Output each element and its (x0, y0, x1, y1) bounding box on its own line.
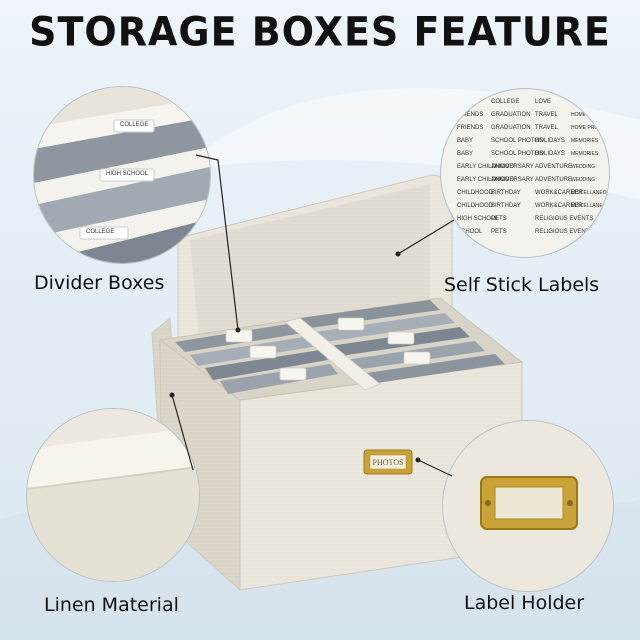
caption-label-holder: Label Holder (464, 592, 585, 614)
sticker-label: RELIGIOUS EVENTS (535, 216, 594, 222)
label-holder-closeup (442, 420, 614, 592)
sticker-label: ADVENTURE (535, 177, 573, 183)
sticker-label: EARLY CHILDHOOD (457, 164, 514, 170)
sticker-label: RELIGIOUS EVENTS (535, 229, 594, 235)
caption-divider-boxes: Divider Boxes (34, 272, 165, 294)
sticker-label: SCHOOL PHOTOS (491, 138, 544, 144)
sticker-label: COLLEGE (491, 99, 520, 105)
sticker-label: WEDDING (571, 177, 596, 183)
caption-self-stick-labels: Self Stick Labels (444, 274, 600, 296)
caption-linen-material: Linen Material (44, 594, 179, 616)
sticker-label: WORK&CAREER (535, 203, 583, 209)
sticker-label: BIRTHDAY (491, 203, 521, 209)
divider-tab-label: HIGH SCHOOL (106, 171, 149, 177)
linen-material-closeup (26, 408, 200, 582)
sticker-label: ANNIVERSARY (491, 177, 534, 183)
sticker-label: GRADUATION (491, 112, 531, 118)
sticker-label: MEMORIES (571, 138, 599, 144)
sticker-label: HOLIDAYS (535, 151, 565, 157)
self-stick-labels-closeup: COLLEGE LOVE FRIENDS GRADUATION TRAVEL HOME P… (440, 88, 610, 258)
sticker-label: FRIENDS (457, 125, 484, 131)
sticker-label: BABY (457, 138, 474, 144)
box-label-holder-text: PHOTOS (373, 458, 404, 467)
sticker-label: EARLY CHILDHOOD (457, 177, 514, 183)
sticker-label: ADVENTURE (535, 164, 573, 170)
sticker-label: ANNIVERSARY (491, 164, 534, 170)
sticker-label: MISCELLANEOUS (571, 203, 610, 209)
page-title: STORAGE BOXES FEATURE (29, 8, 611, 56)
sticker-label: BABY (457, 151, 474, 157)
sticker-label: WEDDING (571, 164, 596, 170)
sticker-label: LOVE (535, 99, 552, 105)
sticker-label: FRIENDS (457, 112, 484, 118)
sticker-label: SCHOOL (457, 229, 483, 235)
sticker-label: CHILDHOOD (457, 203, 494, 209)
sticker-label: BIRTHDAY (491, 190, 521, 196)
sticker-label: MEMORIES (571, 151, 599, 157)
sticker-label: WORK&CAREER (535, 190, 583, 196)
divider-boxes-closeup: COLLEGE HIGH SCHOOL COLLEGE (33, 86, 211, 264)
divider-tab-label: COLLEGE (120, 122, 149, 128)
divider-tab-label: COLLEGE (86, 229, 115, 235)
sticker-label: GRADUATION (491, 125, 531, 131)
sticker-label: HIGH SCHOOL (457, 216, 500, 222)
sticker-label: HOME PROJECTS (571, 125, 610, 131)
sticker-label: HOME PROJECTS (571, 112, 610, 118)
sticker-label: PETS (491, 229, 507, 235)
sticker-label: SCHOOL PHOTOS (491, 151, 544, 157)
sticker-label: HOLIDAYS (535, 138, 565, 144)
sticker-label: MISCELLANEOUS (571, 190, 610, 196)
sticker-label: CHILDHOOD (457, 190, 494, 196)
sticker-label: TRAVEL (535, 112, 558, 118)
sticker-label: TRAVEL (535, 125, 558, 131)
sticker-label: PETS (491, 216, 507, 222)
